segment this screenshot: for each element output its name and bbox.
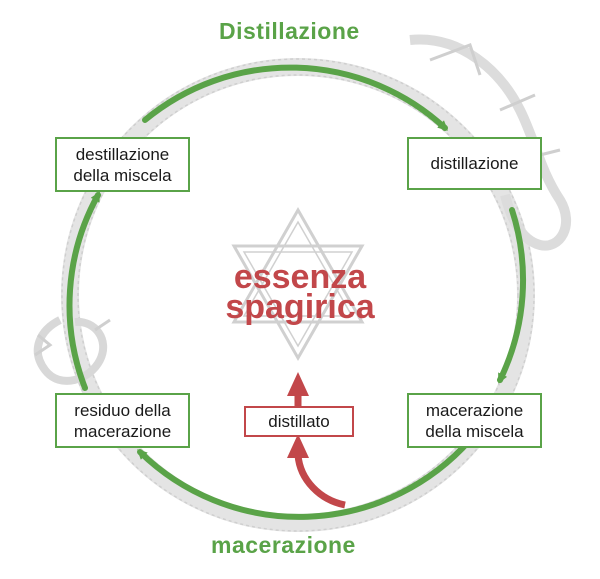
box-label: distillato <box>268 411 330 431</box>
center-title-line1: essenza <box>233 258 367 296</box>
box-residuo-macerazione: residuo della macerazione <box>55 393 190 448</box>
arc-right <box>497 207 527 384</box>
box-distillato: distillato <box>244 406 354 437</box>
box-label: macerazione della miscela <box>425 400 524 441</box>
arc-left <box>66 191 101 391</box>
box-destillazione-miscela: destillazione della miscela <box>55 137 190 192</box>
arc-top-right <box>142 64 448 131</box>
box-label: destillazione della miscela <box>73 144 172 185</box>
box-distillazione: distillazione <box>407 137 542 190</box>
arc-bottom <box>137 437 473 520</box>
hexagram-icon <box>231 206 365 362</box>
red-arrows <box>287 372 346 509</box>
maceration-cycle-title: macerazione <box>211 532 356 558</box>
box-label: residuo della macerazione <box>73 400 172 441</box>
center-title-line2: spagirica <box>225 288 375 326</box>
box-macerazione-miscela: macerazione della miscela <box>407 393 542 448</box>
box-label: distillazione <box>430 154 519 173</box>
distillation-cycle-title: Distillazione <box>219 18 360 44</box>
